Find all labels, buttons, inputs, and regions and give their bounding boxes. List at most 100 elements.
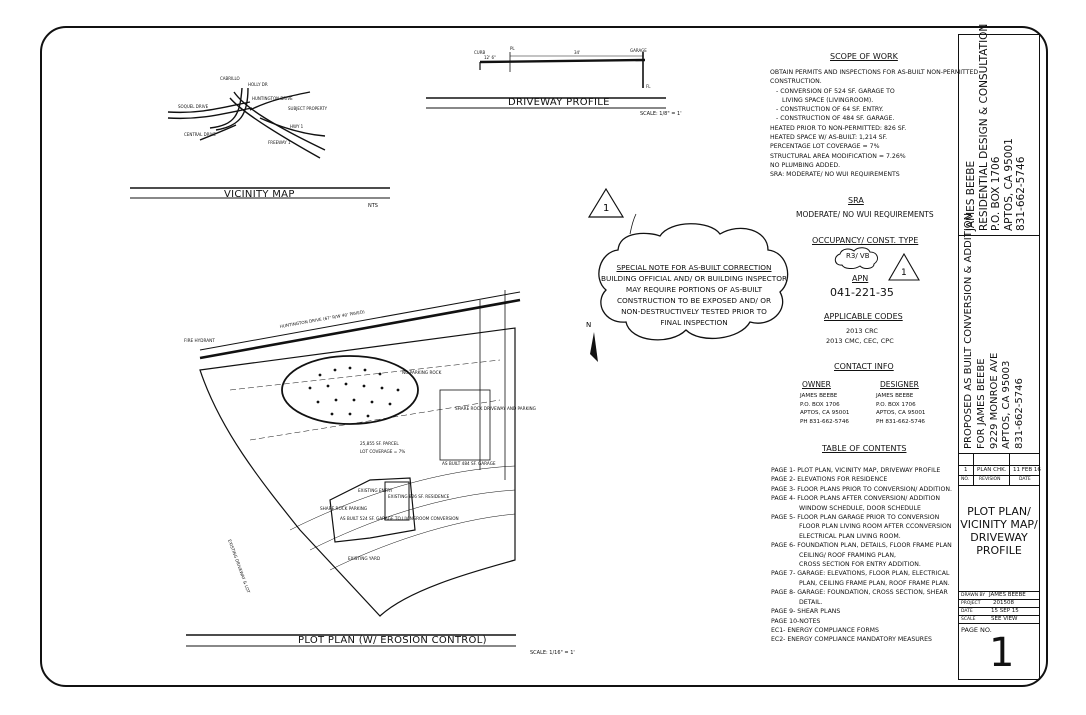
applicable-codes-title: APPLICABLE CODES <box>824 312 903 321</box>
scale-label: SCALE <box>961 617 976 622</box>
toc-line: PAGE 5- FLOOR PLAN GARAGE PRIOR TO CONVE… <box>771 514 940 522</box>
toc-line: PAGE 6- FOUNDATION PLAN, DETAILS, FLOOR … <box>771 542 952 550</box>
plot-road-label: HUNTINGTON DRIVE (67' R/W 40' PAVED) <box>279 309 365 329</box>
scope-line: HEATED SPACE W/ AS-BUILT: 1,214 SF. <box>770 134 888 142</box>
plot-plan-title: PLOT PLAN (W/ EROSION CONTROL) <box>298 635 487 646</box>
sra-value: MODERATE/ NO WUI REQUIREMENTS <box>796 210 934 219</box>
project-number-label: PROJECT <box>961 601 981 606</box>
scope-line: - CONVERSION OF 524 SF. GARAGE TO <box>776 87 895 95</box>
toc-line: PAGE 10-NOTES <box>771 617 821 625</box>
date-value: 15 SEP 15 <box>991 608 1019 614</box>
revision-marker-number: 1 <box>603 203 609 214</box>
scale-value: SEE VIEW <box>991 616 1018 622</box>
toc-line: PAGE 2- ELEVATIONS FOR RESIDENCE <box>771 476 888 484</box>
plot-edge-note: EXISTING DRIVEWAY & LOT <box>227 539 251 594</box>
special-note-cloud <box>598 213 789 341</box>
scope-line: SRA: MODERATE/ NO WUI REQUIREMENTS <box>770 171 900 179</box>
plot-entry-label: EXISTING ENTRY <box>358 488 393 493</box>
driveway-title-rule <box>426 97 666 109</box>
special-note-line: NON-DESTRUCTIVELY TESTED PRIOR TO <box>621 307 767 316</box>
owner-line: PH 831-662-5746 <box>800 418 849 425</box>
project-line: APTOS, CA 95003 <box>1001 360 1013 449</box>
toc-line: PAGE 4- FLOOR PLANS AFTER CONVERSION/ AD… <box>771 495 941 503</box>
company-line: 831-662-5746 <box>1015 156 1028 231</box>
scope-line: - CONSTRUCTION OF 64 SF. ENTRY. <box>776 106 884 114</box>
vicinity-title-rule <box>130 187 390 199</box>
designer-line: PH 831-662-5746 <box>876 418 925 425</box>
company-line: RESIDENTIAL DESIGN & CONSULTATION <box>977 23 990 231</box>
toc-line: PLAN, CEILING FRAME PLAN, ROOF FRAME PLA… <box>799 579 950 587</box>
plot-no-parking-label: NO PARKING ROCK <box>402 370 442 375</box>
plot-plan-drawing: HUNTINGTON DRIVE (67' R/W 40' PAVED) 25,… <box>184 290 536 617</box>
designer-line: APTOS, CA 95001 <box>876 410 926 416</box>
plot-fire-hydrant-label: FIRE HYDRANT <box>184 338 215 343</box>
contact-info-title: CONTACT INFO <box>834 362 894 371</box>
vicinity-street-label: CENTRAL DRIVE <box>184 132 216 137</box>
driveway-fl-label: FL <box>646 84 651 89</box>
occupancy-revision-triangle-icon: 1 <box>888 252 920 281</box>
vicinity-street-label: HWY 1 <box>290 124 304 129</box>
designer-line: P.O. BOX 1706 <box>876 401 916 408</box>
driveway-pl-label: PL <box>510 46 515 51</box>
project-info: PROPOSED AS BUILT CONVERSION & ADDITION … <box>963 213 1027 449</box>
table-of-contents-title: TABLE OF CONTENTS <box>822 444 907 453</box>
toc-line: EC2- ENERGY COMPLIANCE MANDATORY MEASURE… <box>771 636 932 644</box>
table-of-contents-list: PAGE 1- PLOT PLAN, VICINITY MAP, DRIVEWA… <box>771 466 952 645</box>
scope-line: CONSTRUCTION. <box>770 78 822 86</box>
apn-title: APN <box>852 274 869 283</box>
designer-title: DESIGNER <box>880 380 919 389</box>
date-label: DATE <box>961 609 973 614</box>
revision-date: 11 FEB 16 <box>1013 467 1041 473</box>
occupancy-title: OCCUPANCY/ CONST. TYPE <box>812 236 919 245</box>
scope-line: PERCENTAGE LOT COVERAGE = 7% <box>770 143 880 151</box>
plot-yard-label: EXISTING YARD <box>348 556 380 561</box>
toc-line: PAGE 3- FLOOR PLANS PRIOR TO CONVERSION/… <box>771 485 952 493</box>
occupancy-cloud <box>834 247 878 269</box>
toc-line: CROSS SECTION FOR ENTRY ADDITION. <box>799 561 921 569</box>
revision-header-date: DATE <box>1019 477 1031 482</box>
vicinity-map-drawing: SOQUEL DRIVE HOLLY DR HUNTINGTON DRIVE S… <box>167 76 328 159</box>
company-line: P.O. BOX 1706 <box>990 156 1003 231</box>
driveway-profile-scale: SCALE: 1/8" = 1' <box>640 111 682 117</box>
driveway-curb-label: CURB <box>474 50 486 55</box>
drawn-by-label: DRAWN BY <box>961 593 986 598</box>
company-line: APTOS, CA 95001 <box>1002 138 1015 231</box>
driveway-dim-left: 12' 6" <box>484 55 496 60</box>
page-number-label: PAGE NO. <box>961 626 992 634</box>
driveway-profile-title: DRIVEWAY PROFILE <box>508 97 610 108</box>
page-number-value: 1 <box>989 630 1015 676</box>
special-note-line: BUILDING OFFICIAL AND/ OR BUILDING INSPE… <box>600 274 788 283</box>
plot-plan-scale: SCALE: 1/16" = 1' <box>530 650 575 656</box>
drawing-sheet-border <box>40 26 1048 687</box>
special-note-line: MAY REQUIRE PORTIONS OF AS-BUILT <box>625 285 763 294</box>
drawn-by-value: JAMES BEEBE <box>989 592 1026 598</box>
occupancy-marker-number: 1 <box>901 268 907 278</box>
vicinity-street-label: HUNTINGTON DRIVE <box>252 96 293 101</box>
plot-coverage-label: LOT COVERAGE = 7% <box>360 449 405 454</box>
scope-line: LIVING SPACE (LIVINGROOM). <box>782 96 874 104</box>
owner-line: P.O. BOX 1706 <box>800 401 840 408</box>
scope-of-work-list: OBTAIN PERMITS AND INSPECTIONS FOR AS-BU… <box>770 68 978 180</box>
sheet-title-line: PLOT PLAN/ <box>967 505 1031 518</box>
sra-title: SRA <box>848 196 864 205</box>
revision-number: 1 <box>964 467 968 473</box>
scope-of-work-title: SCOPE OF WORK <box>830 52 898 61</box>
toc-line: DETAIL. <box>799 598 823 606</box>
project-line: PROPOSED AS BUILT CONVERSION & ADDITION <box>963 212 974 449</box>
plot-parking-label: SHARE ROCK PARKING <box>320 506 367 511</box>
north-arrow-label: N <box>586 321 591 329</box>
code-line: 2013 CRC <box>846 327 878 335</box>
plot-title-rule <box>186 634 516 647</box>
special-note-line: CONSTRUCTION TO BE EXPOSED AND/ OR <box>616 296 772 305</box>
scope-line: NO PLUMBING ADDED. <box>770 161 841 169</box>
company-line: JAMES BEEBE <box>965 160 977 231</box>
plot-garage-label: AS BUILT 484 SF. GARAGE <box>442 461 496 466</box>
project-line: FOR JAMES BEEBE <box>975 358 987 449</box>
title-block: JAMES BEEBE RESIDENTIAL DESIGN & CONSULT… <box>958 24 1041 680</box>
scope-line: STRUCTURAL AREA MODIFICATION = 7.26% <box>770 152 906 160</box>
designer-line: JAMES BEEBE <box>876 393 914 399</box>
revision-header-no: NO. <box>961 477 970 482</box>
toc-line: EC1- ENERGY COMPLIANCE FORMS <box>771 626 879 634</box>
sheet-title-line: VICINITY MAP/ <box>960 518 1038 531</box>
sheet-title-line: DRIVEWAY <box>970 531 1028 544</box>
